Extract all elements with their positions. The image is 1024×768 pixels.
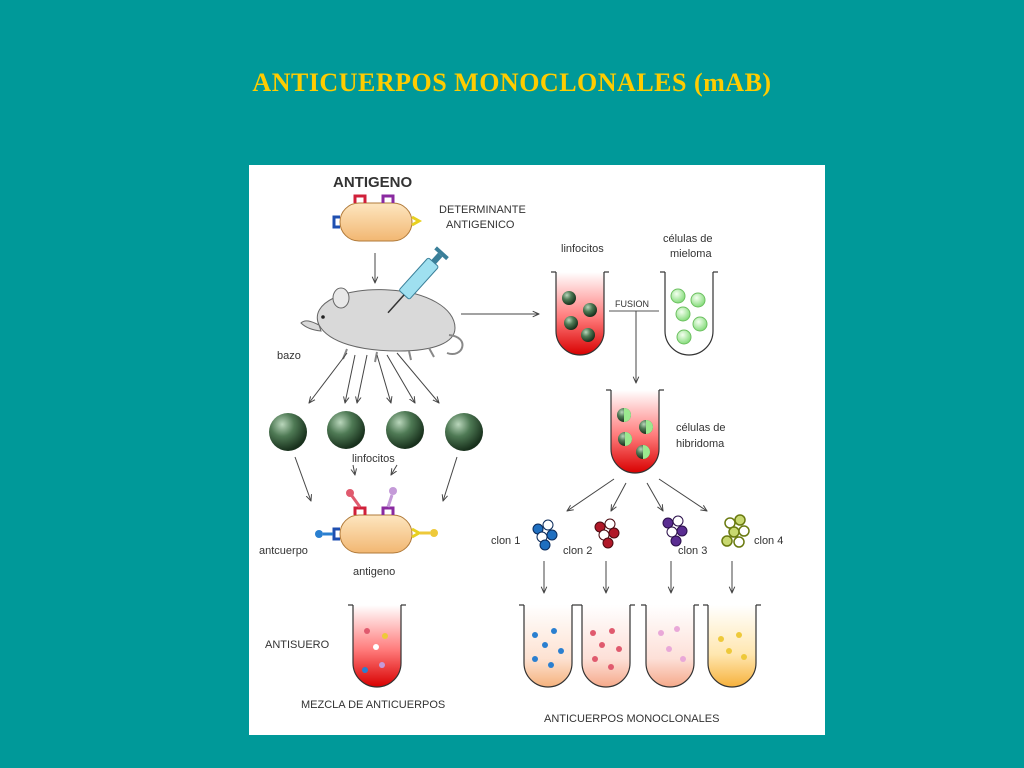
determinante-label-1: DETERMINANTE <box>439 204 526 216</box>
determinante-label-2: ANTIGENICO <box>446 219 515 231</box>
antisuero-label: ANTISUERO <box>265 639 330 651</box>
monoclonal-tube-1 <box>519 604 577 688</box>
monoclonal-tube-2 <box>577 604 635 688</box>
myeloma-tube <box>660 271 718 356</box>
hibridoma-label-1: células de <box>676 422 726 434</box>
clone-arrows <box>567 478 707 511</box>
antigeno-heading: ANTIGENO <box>333 174 413 191</box>
clone-4-label: clon 4 <box>754 535 783 547</box>
antiserum-tube <box>348 604 406 688</box>
linfocitos-top-label: linfocitos <box>561 243 604 255</box>
linfocitos-bottom-label: linfocitos <box>352 453 395 465</box>
mouse-icon <box>300 287 464 363</box>
tube-arrows <box>544 561 732 593</box>
anticuerpo-label: antcuerpo <box>259 545 308 557</box>
clone-3-cluster <box>662 515 688 547</box>
hybridoma-diagram: ANTIGENO DETERMINANTE ANTIGENICO bazo <box>249 165 825 735</box>
hibridoma-label-2: hibridoma <box>676 438 725 450</box>
clone-3-label: clon 3 <box>678 545 707 557</box>
monoclonal-tube-3 <box>641 604 699 688</box>
mieloma-label-1: células de <box>663 233 713 245</box>
clone-2-cluster <box>594 518 620 549</box>
lymphocyte-tube <box>551 271 609 356</box>
clone-2-label: clon 2 <box>563 545 592 557</box>
syringe-icon <box>387 246 449 314</box>
antigeno-lower-label: antigeno <box>353 566 395 578</box>
bazo-label: bazo <box>277 350 301 362</box>
clone-4-cluster <box>721 514 750 548</box>
fusion-label: FUSION <box>615 299 649 309</box>
monoclonales-label: ANTICUERPOS MONOCLONALES <box>544 713 719 725</box>
lymphocyte-spheres <box>269 411 483 451</box>
mezcla-label: MEZCLA DE ANTICUERPOS <box>301 699 445 711</box>
hybridoma-tube <box>606 389 664 474</box>
monoclonal-tube-4 <box>703 604 761 688</box>
mieloma-label-2: mieloma <box>670 248 712 260</box>
clone-1-cluster <box>532 519 558 551</box>
clone-1-label: clon 1 <box>491 535 520 547</box>
slide-title: ANTICUERPOS MONOCLONALES (mAB) <box>252 68 772 97</box>
antigen-cell-top <box>332 194 423 242</box>
lymphocyte-arrows <box>294 456 458 501</box>
spleen-arrows <box>309 352 439 403</box>
antigen-cell-bound <box>315 487 438 554</box>
